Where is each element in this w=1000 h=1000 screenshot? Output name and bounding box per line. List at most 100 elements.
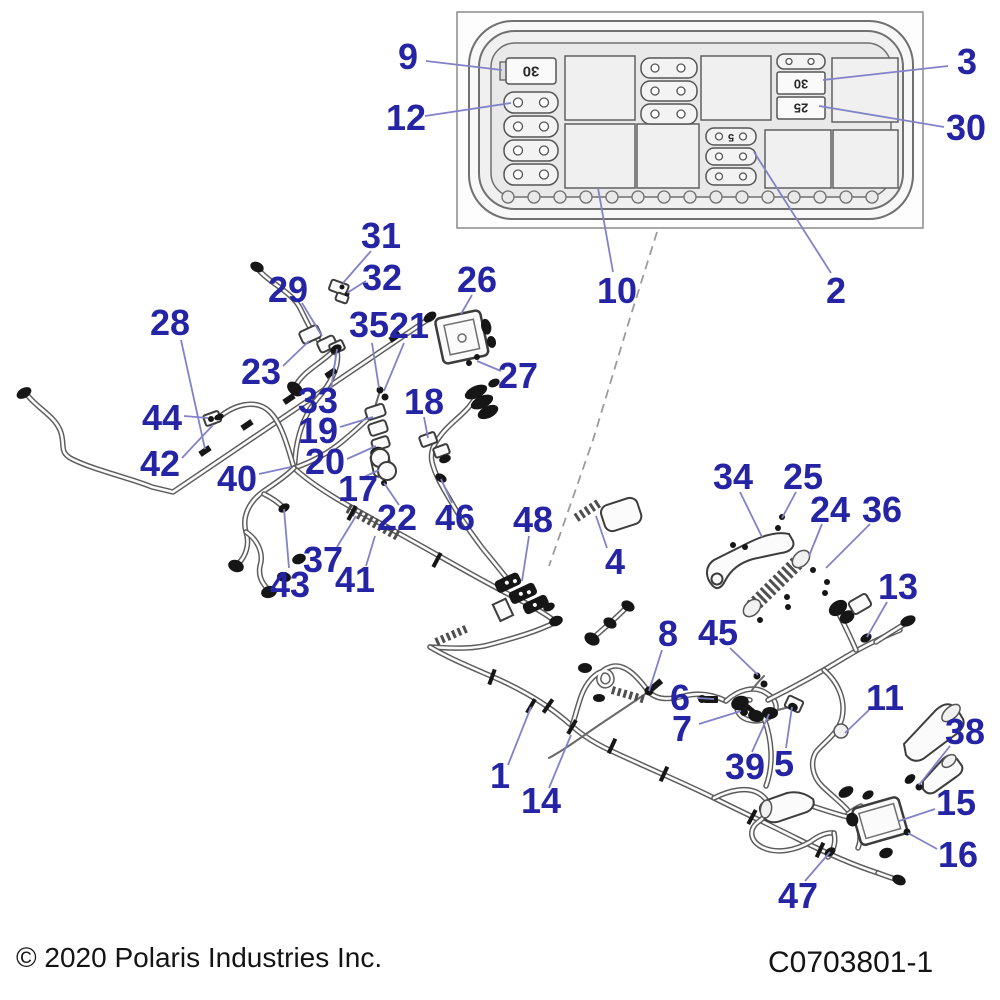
fuse-amp-label: 25 bbox=[794, 101, 808, 116]
leader-line-20 bbox=[346, 445, 377, 460]
leader-line-31 bbox=[342, 250, 372, 284]
callout-41: 41 bbox=[334, 559, 376, 600]
leader-line-43 bbox=[283, 508, 290, 569]
wiring-harness-wires bbox=[25, 265, 911, 883]
bolt-36 bbox=[810, 567, 816, 573]
boot-bottom-left bbox=[758, 791, 815, 824]
leader-line-39 bbox=[751, 713, 770, 753]
conduit-item-4 bbox=[573, 499, 602, 522]
callout-10: 10 bbox=[596, 270, 638, 311]
callout-23: 23 bbox=[240, 351, 282, 392]
leader-line-19 bbox=[339, 416, 374, 428]
corrugated-conduits bbox=[345, 499, 807, 704]
callout-32: 32 bbox=[361, 257, 403, 298]
relay-square-item-10 bbox=[564, 123, 636, 189]
fuse-amp-label: 5 bbox=[728, 131, 734, 143]
callout-26: 26 bbox=[456, 259, 498, 300]
fuse-25a-right bbox=[776, 96, 826, 120]
callout-37: 37 bbox=[302, 539, 344, 580]
callout-7: 7 bbox=[671, 708, 693, 749]
callout-14: 14 bbox=[520, 780, 562, 821]
callout-18: 18 bbox=[403, 381, 445, 422]
callout-31: 31 bbox=[360, 215, 402, 256]
leader-line-33 bbox=[330, 348, 338, 390]
fuse-column-right bbox=[776, 53, 826, 120]
detail-view-dashed-line bbox=[548, 231, 658, 567]
leader-line-7 bbox=[698, 710, 742, 725]
leader-line-2 bbox=[753, 151, 832, 274]
leader-line-47 bbox=[804, 851, 831, 882]
bolt-35 bbox=[376, 386, 384, 394]
leader-line-18 bbox=[423, 416, 429, 439]
leader-line-21 bbox=[383, 342, 405, 392]
callout-17: 17 bbox=[337, 468, 379, 509]
callout-22: 22 bbox=[376, 497, 418, 538]
leader-line-46 bbox=[440, 478, 453, 504]
callout-15: 15 bbox=[935, 782, 977, 823]
callout-4: 4 bbox=[604, 541, 626, 582]
leader-line-6 bbox=[696, 697, 715, 700]
clip-31-32 bbox=[328, 278, 350, 305]
callout-47: 47 bbox=[777, 875, 819, 916]
callout-3: 3 bbox=[956, 41, 978, 82]
leader-line-48 bbox=[521, 535, 530, 582]
bolt-7 bbox=[740, 708, 748, 716]
bolt-21 bbox=[381, 393, 389, 401]
leader-line-45 bbox=[729, 647, 759, 676]
connector-39 bbox=[762, 707, 778, 719]
bolt-27a bbox=[466, 360, 472, 366]
callout-44: 44 bbox=[141, 397, 183, 438]
bolt-45b bbox=[760, 680, 768, 688]
callout-5: 5 bbox=[773, 743, 795, 784]
callout-11: 11 bbox=[865, 677, 905, 718]
ecu-module-15 bbox=[846, 796, 909, 846]
callout-25: 25 bbox=[782, 456, 824, 497]
callout-35: 35 bbox=[348, 304, 390, 345]
callout-6: 6 bbox=[669, 677, 691, 718]
leader-line-12 bbox=[424, 102, 512, 117]
leader-line-36 bbox=[825, 523, 871, 569]
ecu-module-26 bbox=[434, 309, 497, 365]
leader-line-34 bbox=[739, 491, 763, 538]
callout-36: 36 bbox=[861, 489, 903, 530]
leader-line-25 bbox=[781, 491, 797, 519]
callout-1: 1 bbox=[489, 755, 511, 796]
callout-13: 13 bbox=[877, 566, 919, 607]
callout-16: 16 bbox=[937, 834, 979, 875]
mounting-bracket-34 bbox=[706, 532, 795, 590]
leader-line-24 bbox=[808, 523, 823, 557]
leader-line-28 bbox=[180, 339, 206, 450]
copyright-text: © 2020 Polaris Industries Inc. bbox=[16, 942, 383, 973]
callout-24: 24 bbox=[809, 489, 851, 530]
leader-line-29 bbox=[301, 302, 323, 337]
callout-21: 21 bbox=[388, 305, 430, 346]
leader-line-32 bbox=[346, 280, 367, 294]
leader-line-17 bbox=[363, 469, 380, 478]
fitting-44-42 bbox=[202, 410, 224, 427]
part-number-text: C0703801-1 bbox=[768, 946, 934, 979]
fuse-row-group-left bbox=[503, 91, 559, 186]
leader-line-27 bbox=[476, 360, 502, 372]
callout-30: 30 bbox=[945, 107, 987, 148]
leader-line-35 bbox=[371, 342, 380, 389]
callout-45: 45 bbox=[697, 612, 739, 653]
leader-line-13 bbox=[866, 601, 888, 638]
bolt-38 bbox=[915, 783, 923, 791]
leader-line-9 bbox=[425, 60, 503, 71]
leader-line-15 bbox=[898, 808, 936, 822]
boot-38-upper bbox=[902, 703, 965, 762]
callout-27: 27 bbox=[497, 355, 539, 396]
leader-line-5 bbox=[785, 706, 793, 749]
fuse-group-center-bottom bbox=[705, 127, 757, 186]
leader-line-14 bbox=[548, 734, 572, 789]
leader-line-16 bbox=[907, 832, 938, 850]
callout-2: 2 bbox=[825, 270, 847, 311]
fuse-box-notches bbox=[501, 190, 879, 204]
leader-line-11 bbox=[844, 709, 870, 734]
leader-line-3 bbox=[822, 65, 949, 81]
relay-squares bbox=[564, 55, 899, 189]
fuse-30a-left bbox=[505, 57, 557, 85]
callout-43: 43 bbox=[269, 564, 311, 605]
